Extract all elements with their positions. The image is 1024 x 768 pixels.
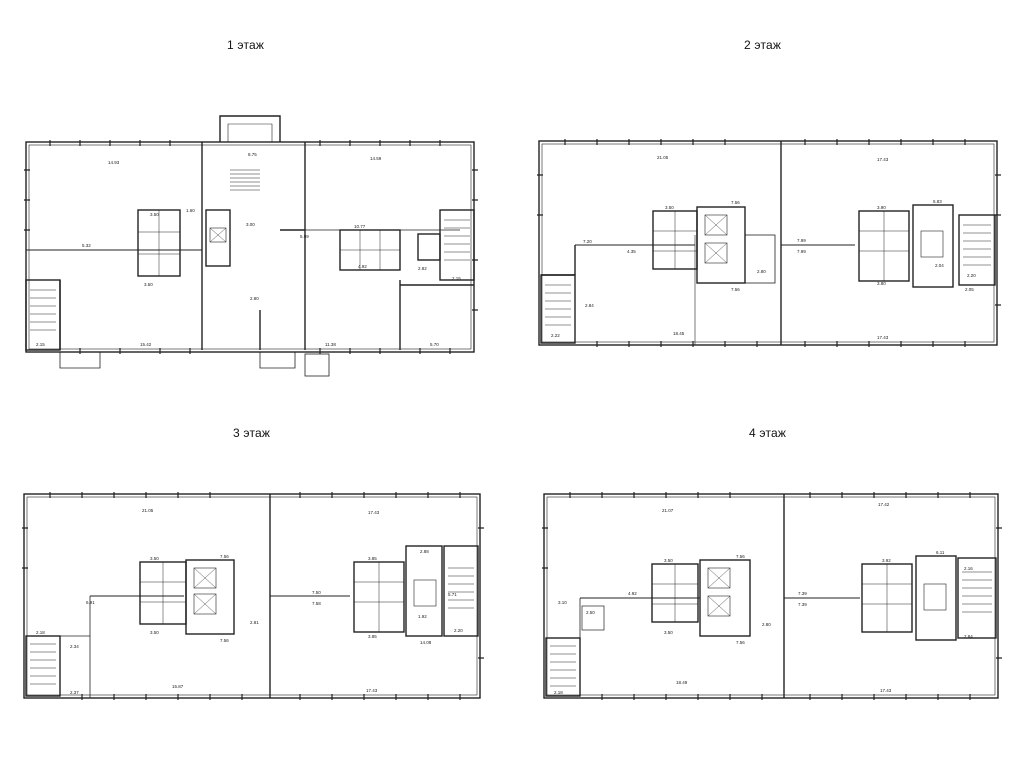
dim-3-top-left: 21.05	[142, 508, 154, 513]
dim-2-top-right: 17.43	[877, 157, 889, 162]
dim-2-mid-left: 7.20	[583, 239, 592, 244]
dim-1-right-a: 10.77	[354, 224, 366, 229]
dim-4-bottom-right: 17.43	[880, 688, 892, 693]
dim-3-mid-right: 7.50	[312, 590, 321, 595]
dim-3-wc-b: 3.50	[150, 630, 159, 635]
dim-4-stair: 2.18	[554, 690, 563, 695]
dim-4-c-small: 2.80	[762, 622, 771, 627]
dim-3-r-d: 2.20	[454, 628, 463, 633]
dim-2-mid-right: 7.99	[797, 238, 806, 243]
dim-3-r-a: 2.88	[420, 549, 429, 554]
dim-3-wc-a: 3.50	[150, 556, 159, 561]
dim-2-wc-c: 3.80	[877, 281, 886, 286]
dim-4-wc-c: 3.92	[882, 558, 891, 563]
dim-4-mid-right2: 7.39	[798, 602, 807, 607]
dim-1-left-stair: 2.15	[36, 342, 45, 347]
dim-3-c-small: 2.81	[250, 620, 259, 625]
dim-1-right-d: 2.15	[452, 276, 461, 281]
dim-2-r-d: 2.05	[965, 287, 974, 292]
dim-1-mid-center2: 2.80	[250, 296, 259, 301]
dim-1-wc-a: 3.50	[144, 282, 153, 287]
dim-3-r-c: 14.08	[420, 640, 432, 645]
dim-4-wc-b: 3.50	[664, 630, 673, 635]
dim-2-bottom-right: 17.43	[877, 335, 889, 340]
dim-1-right-c: 2.82	[418, 266, 427, 271]
dim-1-top-right: 14.59	[370, 156, 382, 161]
dim-2-stair: 2.22	[551, 333, 560, 338]
dim-2-mid-left2: 4.35	[627, 249, 636, 254]
floor-plan-4-svg: 21.07 17.42 18.49 17.43 4.92 3.10 2.50 7…	[542, 492, 1002, 700]
dim-2-core-b: 7.56	[731, 287, 740, 292]
dim-4-core-a: 7.56	[736, 554, 745, 559]
floor-title-3: 3 этаж	[233, 426, 271, 440]
dim-2-core-a: 7.56	[731, 200, 740, 205]
floor-title-4: 4 этаж	[749, 426, 787, 440]
dim-4-r-b: 2.16	[964, 566, 973, 571]
floor-plan-3-svg: 21.05 17.43 15.87 17.43 6.91 7.56 7.56 7…	[22, 492, 484, 700]
dim-4-mid-left2: 3.10	[558, 600, 567, 605]
dim-2-stair2: 2.84	[585, 303, 594, 308]
dim-1-top-left: 14.93	[108, 160, 120, 165]
dim-4-r-a: 6.11	[936, 550, 945, 555]
dim-4-bottom-left: 18.49	[676, 680, 688, 685]
dim-4-mid-left: 4.92	[628, 591, 637, 596]
dim-4-mid-right: 7.39	[798, 591, 807, 596]
dim-3-mid-right2: 7.58	[312, 601, 321, 606]
dim-1-wc-b: 3.50	[150, 212, 159, 217]
dim-3-top-right: 17.43	[368, 510, 380, 515]
dim-3-core-a: 7.56	[220, 554, 229, 559]
floor-plan-1: 14.93 14.59 8.75 15.42 11.38 5.70 2.15 5…	[20, 110, 480, 385]
dim-2-r-c: 2.20	[967, 273, 976, 278]
dim-3-core-b: 7.56	[220, 638, 229, 643]
dim-2-top-left: 21.05	[657, 155, 669, 160]
dim-1-center-top: 8.75	[248, 152, 257, 157]
dim-3-stair3: 2.18	[36, 630, 45, 635]
dim-2-r-a: 5.83	[933, 199, 942, 204]
dim-2-wc-b: 3.90	[877, 205, 886, 210]
dim-3-wc-d: 3.85	[368, 634, 377, 639]
floor-plan-2-svg: 21.05 17.43 18.45 17.43 7.20 4.35 7.56 7…	[537, 139, 1001, 347]
floor-title-2: 2 этаж	[744, 38, 782, 52]
dim-1-right-b: 4.92	[358, 264, 367, 269]
floor-plan-4: 21.07 17.42 18.49 17.43 4.92 3.10 2.50 7…	[540, 488, 1005, 703]
dim-4-core-b: 7.56	[736, 640, 745, 645]
floor-plan-1-svg: 14.93 14.59 8.75 15.42 11.38 5.70 2.15 5…	[24, 115, 478, 377]
dim-4-wc-a: 3.50	[664, 558, 673, 563]
dim-1-bottom-right: 5.70	[430, 342, 439, 347]
dim-4-r-c: 2.84	[964, 634, 973, 639]
dim-3-wc-c: 3.85	[368, 556, 377, 561]
dim-2-mid-right2: 7.99	[797, 249, 806, 254]
dim-2-wc-a: 3.50	[665, 205, 674, 210]
dim-3-r-e: 1.92	[418, 614, 427, 619]
dim-1-bottom-left: 15.42	[140, 342, 152, 347]
dim-1-mid-center: 3.00	[246, 222, 255, 227]
floor-plan-2: 21.05 17.43 18.45 17.43 7.20 4.35 7.56 7…	[535, 135, 1005, 350]
dim-4-mid-left3: 2.50	[586, 610, 595, 615]
dim-4-top-right: 17.42	[878, 502, 890, 507]
dim-1-mid-right: 5.99	[300, 234, 309, 239]
dim-1-mid-left: 5.32	[82, 243, 91, 248]
dim-1-bottom-mid: 11.38	[325, 342, 336, 347]
dim-4-top-left: 21.07	[662, 508, 674, 513]
dim-3-r-b: 5.71	[448, 592, 457, 597]
dim-1-wc-c: 1.60	[186, 208, 195, 213]
dim-3-stair2: 2.37	[70, 690, 79, 695]
floor-title-1: 1 этаж	[227, 38, 265, 52]
dim-3-stair: 2.34	[70, 644, 79, 649]
dim-2-bottom-left: 18.45	[673, 331, 685, 336]
dim-2-c-small: 2.80	[757, 269, 766, 274]
dim-3-mid-left: 6.91	[86, 600, 95, 605]
dim-2-r-b: 2.04	[935, 263, 944, 268]
dim-3-bottom-right: 17.43	[366, 688, 378, 693]
floor-plan-3: 21.05 17.43 15.87 17.43 6.91 7.56 7.56 7…	[20, 488, 490, 703]
dim-3-bottom-left: 15.87	[172, 684, 184, 689]
